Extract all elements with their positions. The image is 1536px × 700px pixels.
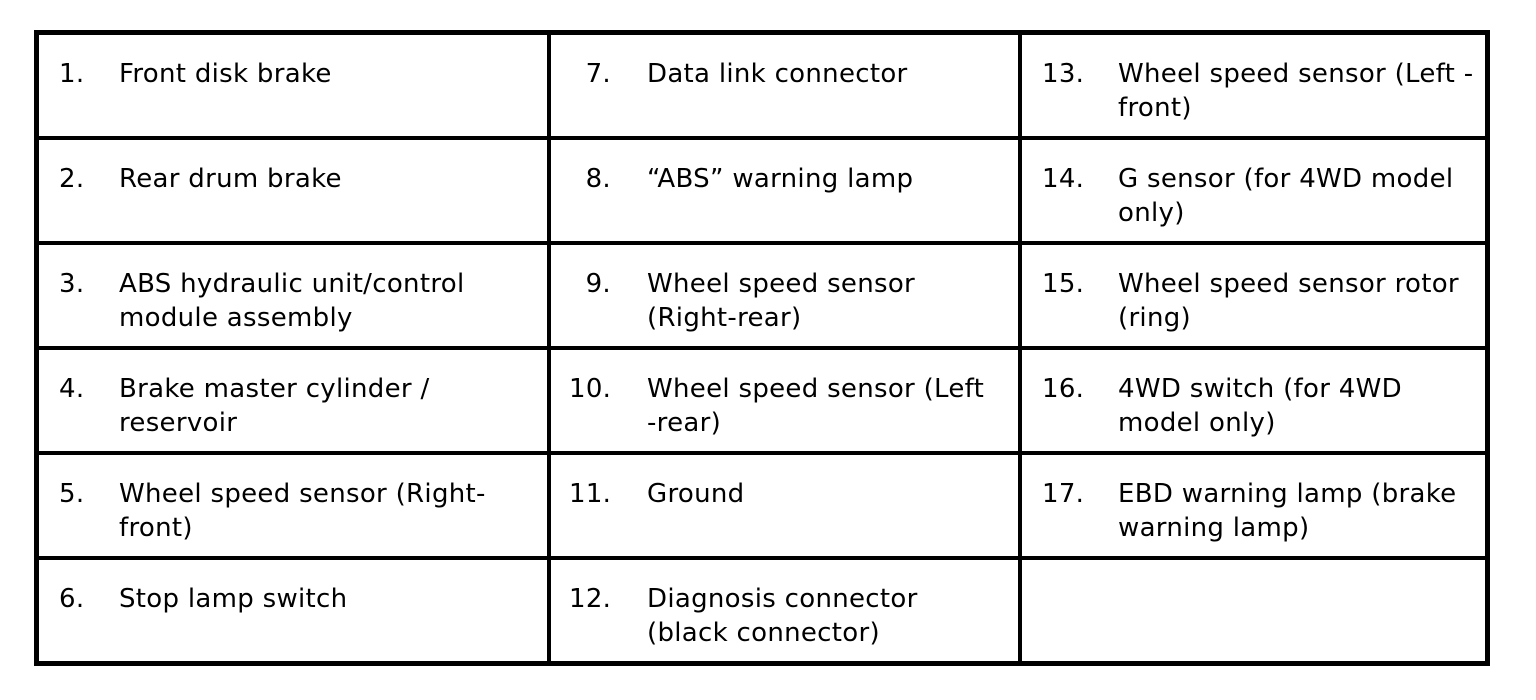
- legend-number: 13.: [1042, 59, 1085, 89]
- legend-label: Front disk brake: [119, 59, 332, 89]
- legend-cell-10: 10. Wheel speed sensor (Left -rear): [551, 350, 1018, 451]
- legend-number: 3.: [59, 269, 85, 299]
- legend-label: Wheel speed sensor (Left -rear): [647, 374, 985, 438]
- component-legend-table: 1. Front disk brake 7. Data link connect…: [34, 30, 1490, 666]
- legend-cell-4: 4. Brake master cylinder / reservoir: [39, 350, 547, 451]
- legend-number: 17.: [1042, 479, 1085, 509]
- legend-label: ABS hydraulic unit/control module assemb…: [119, 269, 465, 333]
- legend-cell-16: 16. 4WD switch (for 4WD model only): [1022, 350, 1485, 451]
- legend-cell-5: 5. Wheel speed sensor (Right-front): [39, 455, 547, 556]
- legend-number: 7.: [585, 59, 611, 89]
- legend-label: Brake master cylinder / reservoir: [119, 374, 430, 438]
- legend-number: 5.: [59, 479, 85, 509]
- legend-label: 4WD switch (for 4WD model only): [1118, 374, 1402, 438]
- legend-cell-13: 13. Wheel speed sensor (Left -front): [1022, 35, 1485, 136]
- legend-number: 6.: [59, 584, 85, 614]
- legend-label: Wheel speed sensor rotor (ring): [1118, 269, 1459, 333]
- legend-number: 9.: [585, 269, 611, 299]
- legend-label: Data link connector: [647, 59, 908, 89]
- legend-number: 4.: [59, 374, 85, 404]
- legend-cell-11: 11. Ground: [551, 455, 1018, 556]
- legend-label: Wheel speed sensor (Left -front): [1118, 59, 1474, 123]
- legend-cell-empty: [1022, 560, 1485, 661]
- legend-number: 10.: [569, 374, 612, 404]
- legend-number: 2.: [59, 164, 85, 194]
- legend-cell-8: 8. “ABS” warning lamp: [551, 140, 1018, 241]
- legend-cell-1: 1. Front disk brake: [39, 35, 547, 136]
- legend-number: 11.: [569, 479, 612, 509]
- legend-cell-9: 9. Wheel speed sensor (Right-rear): [551, 245, 1018, 346]
- legend-label: Diagnosis connector (black connector): [647, 584, 918, 648]
- legend-label: EBD warning lamp (brake warning lamp): [1118, 479, 1457, 543]
- legend-number: 8.: [585, 164, 611, 194]
- legend-cell-7: 7. Data link connector: [551, 35, 1018, 136]
- legend-number: 15.: [1042, 269, 1085, 299]
- legend-cell-12: 12. Diagnosis connector (black connector…: [551, 560, 1018, 661]
- legend-label: Wheel speed sensor (Right-rear): [647, 269, 916, 333]
- legend-label: Rear drum brake: [119, 164, 342, 194]
- legend-label: Stop lamp switch: [119, 584, 348, 614]
- legend-label: Ground: [647, 479, 745, 509]
- legend-cell-2: 2. Rear drum brake: [39, 140, 547, 241]
- legend-label: Wheel speed sensor (Right-front): [119, 479, 486, 543]
- legend-number: 12.: [569, 584, 612, 614]
- legend-cell-6: 6. Stop lamp switch: [39, 560, 547, 661]
- legend-cell-3: 3. ABS hydraulic unit/control module ass…: [39, 245, 547, 346]
- legend-number: 1.: [59, 59, 85, 89]
- legend-cell-14: 14. G sensor (for 4WD model only): [1022, 140, 1485, 241]
- legend-label: “ABS” warning lamp: [647, 164, 914, 194]
- legend-number: 14.: [1042, 164, 1085, 194]
- legend-label: G sensor (for 4WD model only): [1118, 164, 1454, 228]
- legend-cell-15: 15. Wheel speed sensor rotor (ring): [1022, 245, 1485, 346]
- legend-cell-17: 17. EBD warning lamp (brake warning lamp…: [1022, 455, 1485, 556]
- legend-number: 16.: [1042, 374, 1085, 404]
